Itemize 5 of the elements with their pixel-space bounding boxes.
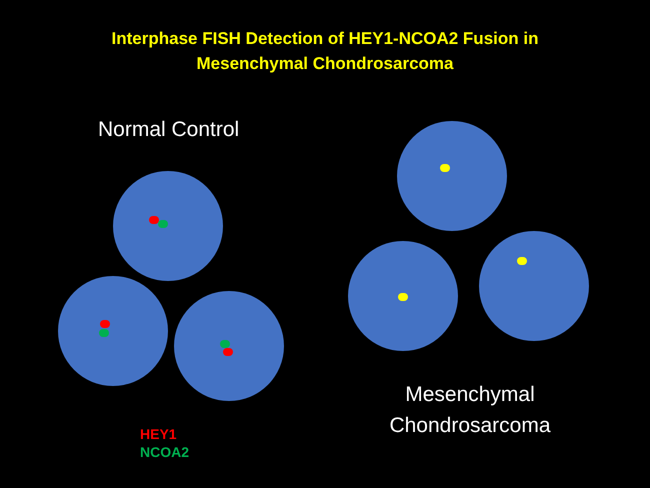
legend-text: HEY1 bbox=[140, 425, 178, 443]
legend-text: NCOA2 bbox=[140, 443, 190, 461]
title: Interphase FISH Detection of HEY1-NCOA2 Fusion in Mesenchymal Chondrosarcoma bbox=[110, 28, 540, 75]
group-label: Normal Control bbox=[98, 117, 240, 143]
group-label: Mesenchymal Chondrosarcoma bbox=[388, 382, 552, 439]
